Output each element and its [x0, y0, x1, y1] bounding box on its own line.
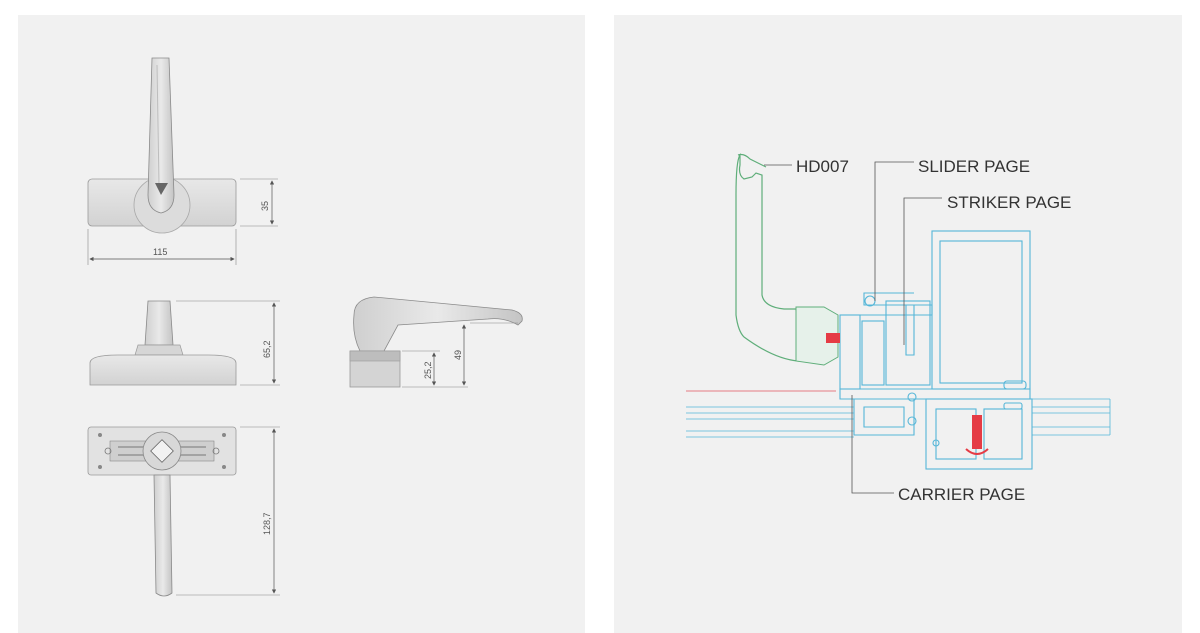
handle-hd007-outline — [735, 153, 799, 362]
handle-drawing-svg: 35 115 65,2 25,2 — [87, 57, 523, 597]
aluminum-profiles — [839, 230, 1033, 470]
lower-frame-profile — [925, 398, 1033, 470]
side-view: 25,2 49 — [349, 296, 523, 388]
side-view-lever — [353, 296, 523, 352]
carrier-profile — [839, 388, 1031, 400]
frame-screw-head-icon — [965, 448, 989, 455]
square-spindle-icon — [150, 439, 174, 463]
front-view-spindle — [144, 300, 174, 346]
dim-top-height: 35 — [260, 201, 270, 211]
dim-side-total-height: 49 — [453, 350, 463, 360]
label-striker-page: STRIKER PAGE — [947, 193, 1071, 212]
handle-drawing-panel: 35 115 65,2 25,2 — [18, 15, 585, 633]
label-handle: HD007 — [796, 157, 849, 176]
logo-icon — [155, 183, 168, 195]
bottom-view-lever — [153, 474, 173, 597]
label-slider-page: SLIDER PAGE — [918, 157, 1030, 176]
handle-base-outline — [795, 306, 839, 366]
dim-front-height: 65,2 — [262, 340, 272, 358]
top-view: 35 115 — [87, 57, 278, 265]
top-view-lever — [147, 57, 175, 214]
front-view-plate — [89, 354, 237, 386]
leader-lines — [764, 161, 942, 494]
frame-screw-icon — [972, 415, 982, 449]
slider-profile — [839, 314, 861, 390]
handle-screw-icon — [826, 333, 840, 343]
front-view: 65,2 — [89, 300, 280, 386]
dim-side-base-height: 25,2 — [423, 361, 433, 379]
glass-panes — [686, 398, 1111, 438]
dim-bottom-length: 128,7 — [262, 512, 272, 535]
dim-top-width: 115 — [153, 247, 167, 257]
section-drawing-svg: HD007 SLIDER PAGE STRIKER PAGE CARRIER P… — [686, 153, 1111, 504]
label-carrier-page: CARRIER PAGE — [898, 485, 1025, 504]
upper-sash-profile — [931, 230, 1031, 390]
section-drawing-panel: HD007 SLIDER PAGE STRIKER PAGE CARRIER P… — [614, 15, 1182, 633]
bottom-view: 128,7 — [87, 426, 280, 597]
